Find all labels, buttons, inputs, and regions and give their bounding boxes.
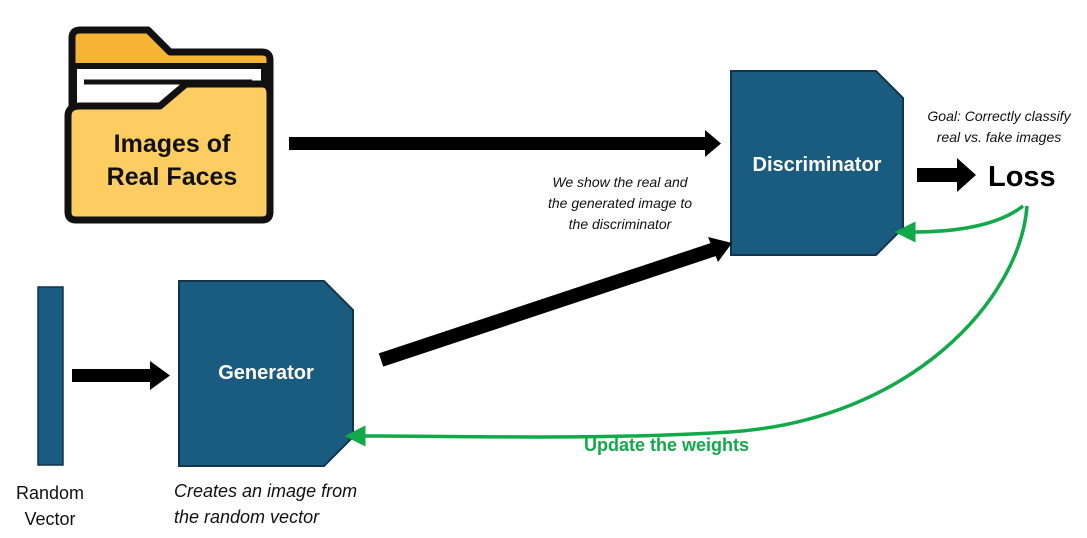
- real-faces-label-line2: Real Faces: [106, 163, 238, 191]
- show-note-line1: We show the real and: [552, 174, 688, 190]
- show-images-note: We show the real and the generated image…: [525, 172, 715, 235]
- discriminator-to-loss-arrow: [917, 158, 976, 192]
- generator-to-discriminator-arrow: [378, 237, 732, 367]
- goal-note-line1: Goal: Correctly classify: [927, 108, 1071, 124]
- random-vector-label-line1: Random: [15, 483, 85, 503]
- real-faces-label: Images of Real Faces: [72, 128, 272, 194]
- loss-label: Loss: [988, 161, 1056, 193]
- goal-note: Goal: Correctly classify real vs. fake i…: [915, 106, 1083, 148]
- show-note-line3: the discriminator: [568, 216, 672, 232]
- real-images-arrow: [289, 130, 721, 157]
- random-vector-label: Random Vector: [0, 480, 100, 532]
- real-faces-label-line1: Images of: [113, 130, 231, 158]
- loss-to-discriminator-arrow: [894, 204, 1025, 243]
- generator-label: Generator: [218, 362, 314, 384]
- goal-note-line2: real vs. fake images: [936, 129, 1062, 145]
- show-note-line2: the generated image to: [548, 195, 692, 211]
- generator-note-line2: the random vector: [174, 507, 320, 527]
- random-vector-label-line2: Vector: [24, 509, 76, 529]
- random-vector-bar: [37, 286, 64, 466]
- loss-to-generator-arrow: [344, 205, 1029, 447]
- discriminator-label: Discriminator: [752, 154, 882, 176]
- generator-note-line1: Creates an image from: [174, 481, 358, 501]
- generator-note: Creates an image from the random vector: [174, 478, 404, 530]
- vector-to-generator-arrow: [72, 361, 170, 390]
- folder-icon: [64, 26, 274, 224]
- update-weights-label: Update the weights: [584, 435, 750, 455]
